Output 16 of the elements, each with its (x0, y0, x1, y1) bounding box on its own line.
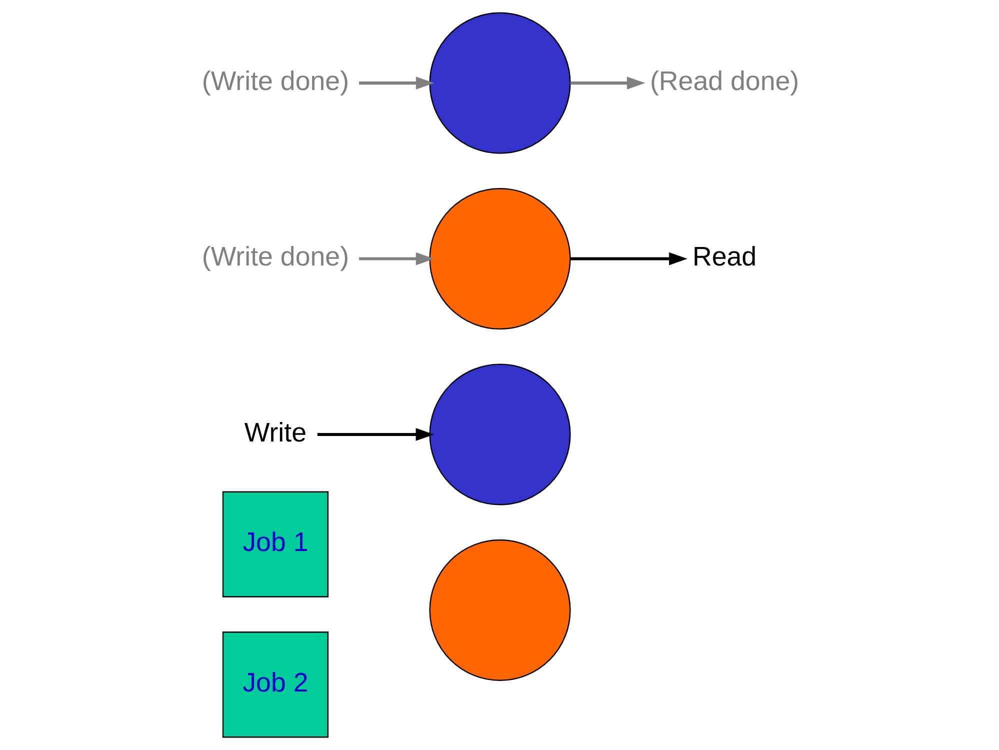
arrow (316, 428, 434, 441)
node-box: Job 1 (222, 491, 328, 598)
arrow (358, 76, 434, 90)
node-text: (Read done) (649, 66, 799, 96)
node-text: Write (244, 417, 306, 448)
arrow (358, 252, 434, 266)
arrow (570, 252, 687, 266)
node-text: (Write done) (201, 242, 349, 272)
node-circle (428, 188, 570, 330)
arrow (570, 76, 645, 90)
node-circle (428, 364, 570, 506)
node-circle (428, 12, 570, 154)
node-box: Job 2 (222, 632, 328, 738)
node-circle (428, 539, 570, 681)
node-text: Read (692, 242, 756, 272)
node-text: (Write done) (201, 66, 349, 96)
